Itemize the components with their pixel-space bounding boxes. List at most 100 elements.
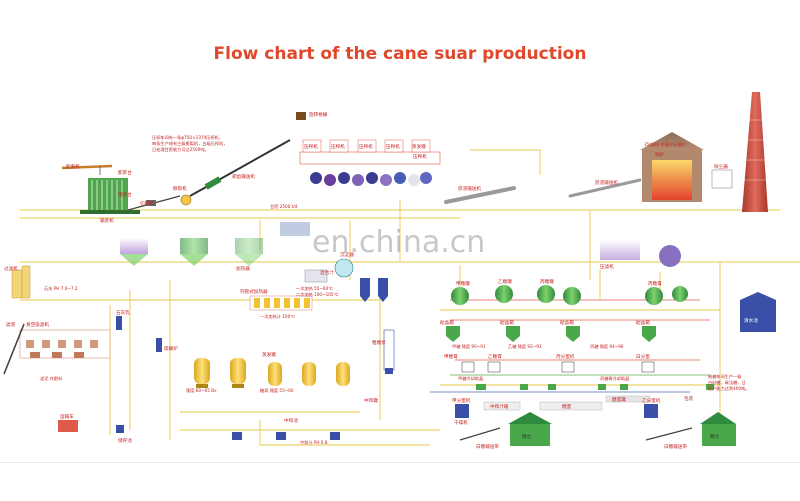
label-heater: 加热器 — [236, 265, 250, 272]
label-vacuum-filter: 真空吸滤机 — [26, 321, 49, 328]
output-note: 制糖车间生产一级 白砂糖，碳法糖，日 生产能力达到400吨。 — [708, 373, 750, 392]
label-pan-2: 乙糖膏 — [488, 353, 502, 360]
label-evaporator-top: 蒸发罐 — [412, 143, 426, 150]
water-tank — [740, 292, 776, 332]
boiler-note: 35吨/时 中温中压锅炉 — [644, 141, 686, 148]
label-centrifuge-b: 乙分蜜机 — [642, 397, 661, 404]
label-bagasse-conveyor: 蔗渣输送机 — [458, 185, 481, 192]
mud-conveyor — [3, 323, 25, 375]
label-pan-3: 丙糖膏 — [648, 280, 662, 287]
pan-a — [451, 287, 469, 305]
label-pan-a: 甲糖罐 — [456, 280, 470, 287]
label-clarifier: 沉淀器 — [340, 251, 354, 258]
mud-truck — [58, 420, 78, 432]
label-centrifuge-a: 甲分蜜机 — [452, 397, 471, 404]
centrifuge-a — [461, 361, 475, 373]
mill-note: 压榨车间有一条φ750×1370压榨机， 每条生产线有三级撕裂机，五级压榨机， … — [152, 134, 229, 153]
label-evaporator: 蒸发罐 — [262, 351, 276, 358]
label-molasses-tank: 糖蜜罐 — [612, 396, 626, 403]
label-rake-conveyor: 耙齿输送机 — [232, 173, 255, 180]
label-bagasse-conveyor-2: 蔗渣输送机 — [595, 179, 618, 186]
label-crystallizer-1: 助晶箱 — [440, 319, 454, 326]
pan-note-1: 甲糖 锤度 90~91 — [452, 343, 486, 350]
cutter — [204, 176, 222, 190]
label-juice-tank: 中和汁箱 — [490, 403, 509, 410]
label-honey-tank: 糖蜜 — [562, 403, 572, 410]
label-crystallizer-2: 助晶箱 — [500, 319, 514, 326]
juice-note-1: 一次加热 55~60℃ — [296, 285, 333, 292]
label-filter: 过滤机 — [4, 265, 18, 272]
label-mixed-juice: 混合汁 — [320, 269, 334, 276]
label-pan-c: 丙糖罐 — [540, 278, 554, 285]
label-cutter: 切断机 — [140, 200, 154, 207]
label-lime: 石灰乳 — [116, 309, 130, 316]
pan-c — [537, 285, 555, 303]
evaporator-5 — [336, 362, 350, 386]
label-cane-yard: 起重机 — [66, 163, 80, 170]
centrifuge-c — [561, 361, 575, 373]
label-crystallizer-3: 助晶箱 — [560, 319, 574, 326]
pan-note-2: 乙糖 锤度 92~93 — [508, 343, 542, 350]
pan-f — [672, 286, 688, 302]
cane-note: 甘蔗 2500 t/d — [270, 203, 298, 210]
bagasse-conveyor-2 — [568, 178, 642, 198]
pan-note-3: 丙糖 锤度 94~96 — [590, 343, 624, 350]
evaporator-2 — [230, 358, 246, 388]
cane-receiving — [61, 139, 291, 214]
pan-b — [495, 285, 513, 303]
juice-note-2: 二次加热 100~105℃ — [296, 291, 339, 298]
dryer-b — [644, 404, 658, 418]
heater-note: 一次加热汁 100℃ — [260, 313, 295, 320]
dust-collector — [711, 169, 733, 189]
label-unloader: 卸蔗台 — [118, 169, 132, 176]
label-mill-4: 压榨机 — [386, 143, 400, 150]
label-shredder: 撕裂机 — [173, 185, 187, 192]
chimney — [742, 92, 768, 212]
syrup-note: 糖浆 锤度 55~60 — [260, 387, 294, 394]
pump-note: 中和汁 PH 6.8 — [300, 439, 328, 446]
crystallizer-3 — [566, 326, 580, 342]
label-packing: 包装 — [684, 395, 694, 402]
label-sugar-bin: 糖仓 — [522, 433, 532, 440]
dryer-a — [455, 404, 469, 418]
label-press-station: 中和池 — [284, 417, 298, 424]
label-mill-2: 压榨机 — [331, 143, 345, 150]
c-note: 丙糖膏冷却助晶 — [600, 375, 629, 382]
evap-note: 锤度 60~65 Bx — [186, 387, 217, 394]
label-dust-collector: 除尘器 — [714, 163, 728, 170]
label-mud-press: 压滤机 — [600, 263, 614, 270]
filtration-section — [3, 265, 162, 433]
boiling-house — [446, 240, 776, 446]
label-centrifuge-c: 丙分蜜机 — [556, 353, 575, 360]
lime-note: 石灰 PH 7.0~7.2 — [44, 285, 78, 292]
label-mill-5: 压榨机 — [413, 153, 427, 160]
shredder — [180, 194, 192, 206]
label-boiler: 锅炉 — [655, 151, 665, 158]
label-leveler: 喂蔗台 — [118, 191, 132, 198]
label-mill-top: 旋转格栅 — [309, 111, 328, 118]
crane-beam — [61, 164, 113, 170]
clarifier — [334, 258, 354, 278]
watermark: en.china.cn — [312, 225, 485, 260]
label-mill-3: 压榨机 — [359, 143, 373, 150]
sugar-bin-b — [700, 412, 736, 446]
label-pan-1: 甲糖膏 — [444, 353, 458, 360]
label-sugar-conveyor-2: 白糖输送带 — [664, 443, 687, 450]
bagasse-conveyor — [444, 186, 516, 204]
evaporator-3 — [268, 362, 282, 386]
label-dryer: 干燥机 — [454, 419, 468, 426]
crystallizer-2 — [506, 326, 520, 342]
sugar-conveyor-a — [459, 427, 501, 441]
boiler-house — [640, 92, 768, 212]
sugar-conveyor-b — [645, 427, 693, 441]
centrifuge-d — [641, 361, 655, 373]
evaporator-4 — [302, 362, 316, 386]
evaporator-station — [194, 329, 395, 440]
mud-note: 滤泥 作肥料 — [40, 375, 63, 382]
pan-e — [645, 287, 663, 305]
a-note: 甲糖冷却助晶 — [458, 375, 483, 382]
mill-rollers — [310, 172, 432, 186]
crystallizer-4 — [642, 326, 656, 342]
label-mud: 滤泥 — [6, 321, 16, 328]
